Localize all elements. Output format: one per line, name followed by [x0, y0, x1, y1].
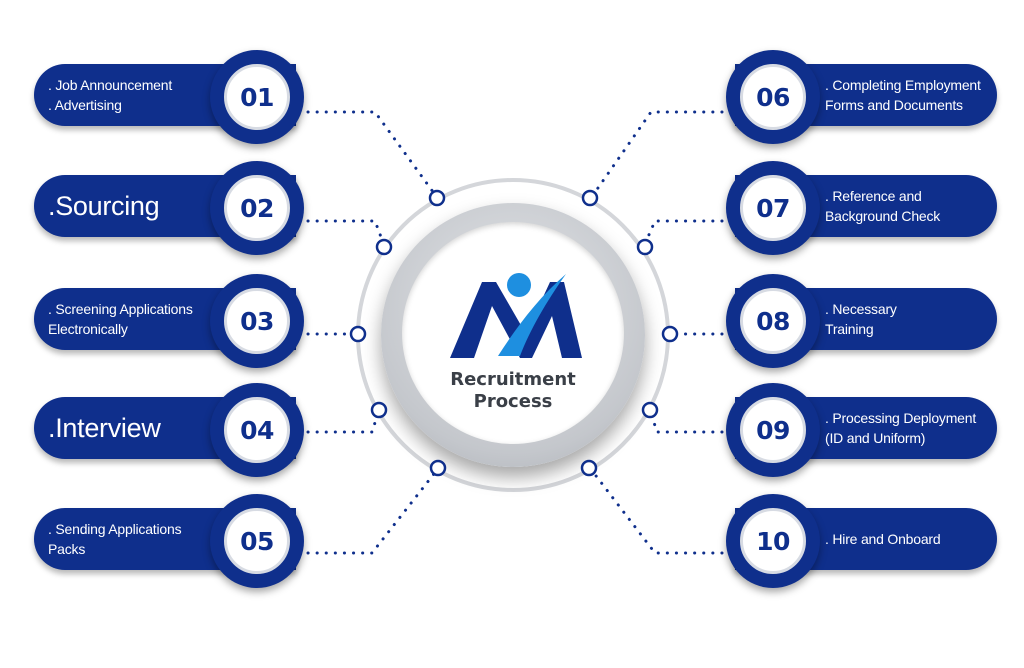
logo-swoosh	[498, 274, 566, 356]
step-06-label: . Completing Employment Forms and Docume…	[825, 75, 981, 115]
step-04-number: 04	[240, 415, 274, 445]
hub-title-line2: Process	[473, 391, 553, 412]
step-10-line-1: . Hire and Onboard	[825, 531, 941, 547]
step-02-number: 02	[240, 193, 274, 223]
step-04-badge: 04	[210, 383, 304, 477]
step-09-line-1: . Processing Deployment	[825, 410, 977, 426]
ring-node-06	[581, 189, 599, 207]
step-01-line-1: . Job Announcement	[48, 77, 173, 93]
step-03-badge: 03	[210, 274, 304, 368]
ring-node-04	[370, 401, 388, 419]
step-06-number: 06	[756, 82, 790, 112]
step-06-line-1: . Completing Employment	[825, 77, 981, 93]
step-01-number: 01	[240, 82, 274, 112]
step-05-line-2: Packs	[48, 541, 86, 557]
hub-title-line1: Recruitment	[450, 369, 576, 390]
step-07-label: . Reference and Background Check	[825, 186, 940, 226]
step-03-line-1: . Screening Applications	[48, 301, 193, 317]
step-08-number: 08	[756, 306, 790, 336]
step-07-number: 07	[756, 193, 790, 223]
step-07-line-2: Background Check	[825, 208, 941, 224]
step-06-badge: 06	[726, 50, 820, 144]
ring-node-01	[428, 189, 446, 207]
connector-09	[648, 408, 724, 434]
step-03-label: . Screening Applications Electronically	[48, 299, 193, 339]
step-04-label: .Interview	[48, 413, 161, 443]
ring-node-10	[580, 459, 598, 477]
ring-node-08	[661, 325, 679, 343]
step-09-label: . Processing Deployment (ID and Uniform)	[825, 408, 976, 448]
step-08-badge: 08	[726, 274, 820, 368]
step-04-line-1: .Interview	[48, 413, 161, 443]
step-05-badge: 05	[210, 494, 304, 588]
logo-icon	[450, 273, 582, 358]
step-08-label: . Necessary Training	[825, 299, 897, 339]
ring-node-09	[641, 401, 659, 419]
ring-node-02	[375, 238, 393, 256]
step-07-badge: 07	[726, 161, 820, 255]
ring-node-07	[636, 238, 654, 256]
step-07-line-1: . Reference and	[825, 188, 922, 204]
ring-node-05	[429, 459, 447, 477]
step-09-line-2: (ID and Uniform)	[825, 430, 926, 446]
step-03-number: 03	[240, 306, 274, 336]
step-05-number: 05	[240, 526, 274, 556]
step-06-line-2: Forms and Documents	[825, 97, 963, 113]
step-05-label: . Sending Applications Packs	[48, 519, 182, 559]
step-08-line-1: . Necessary	[825, 301, 897, 317]
step-02-label: .Sourcing	[48, 191, 160, 221]
step-05-line-1: . Sending Applications	[48, 521, 182, 537]
step-03-line-2: Electronically	[48, 321, 128, 337]
step-10-label: . Hire and Onboard	[825, 529, 941, 549]
step-01-badge: 01	[210, 50, 304, 144]
step-02-badge: 02	[210, 161, 304, 255]
step-10-number: 10	[756, 526, 790, 556]
ring-node-03	[349, 325, 367, 343]
step-09-badge: 09	[726, 383, 820, 477]
step-02-line-1: .Sourcing	[48, 191, 160, 221]
logo-m-shape	[450, 282, 582, 358]
step-01-label: . Job Announcement . Advertising	[48, 75, 172, 115]
step-08-line-2: Training	[825, 321, 874, 337]
step-01-line-2: . Advertising	[48, 97, 122, 113]
step-09-number: 09	[756, 415, 790, 445]
connector-04	[306, 408, 381, 434]
logo-head	[507, 273, 531, 297]
step-10-badge: 10	[726, 494, 820, 588]
connector-05	[306, 468, 439, 555]
connector-01	[306, 110, 438, 198]
